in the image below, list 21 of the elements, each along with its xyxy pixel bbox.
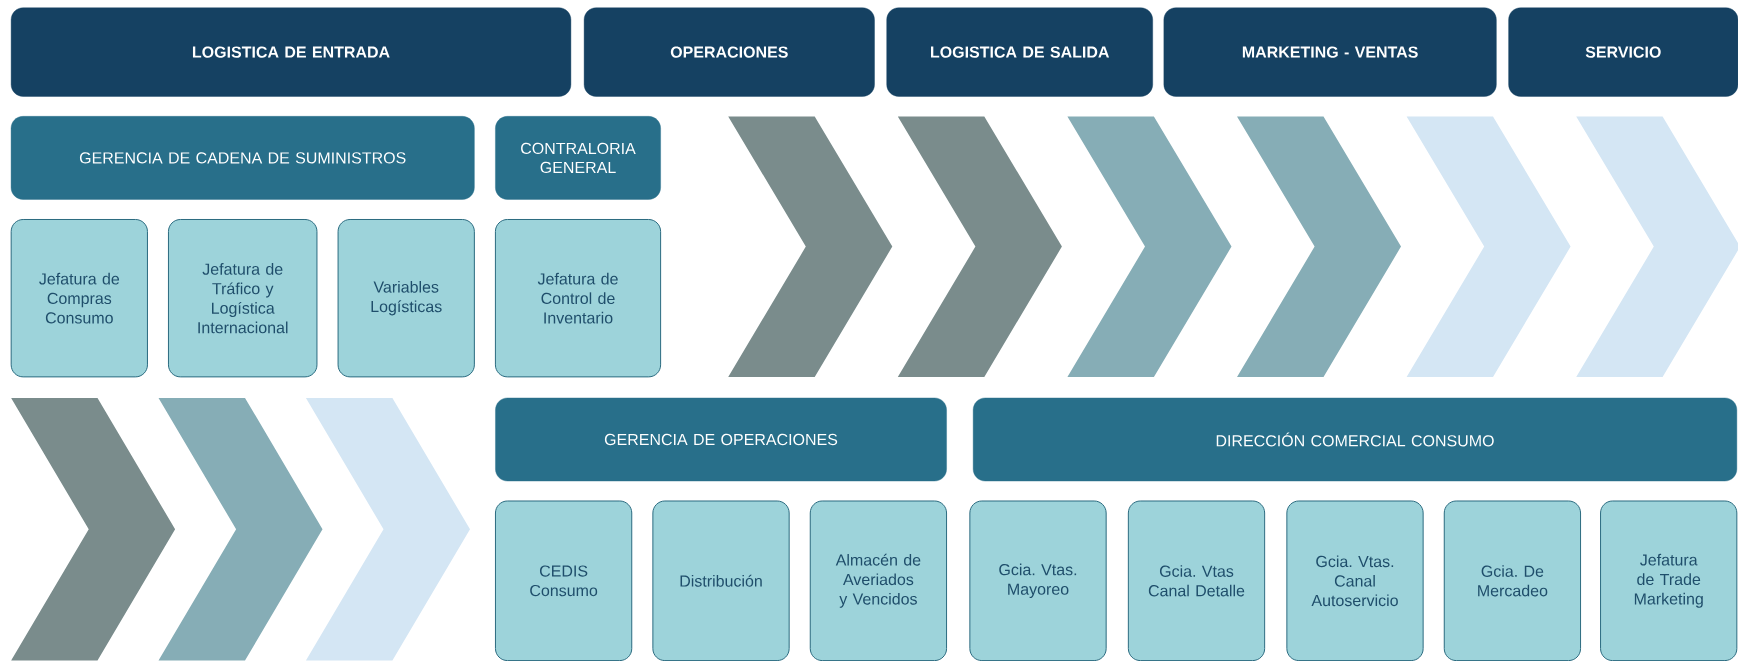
department-box: GERENCIA DE OPERACIONES <box>495 397 947 482</box>
unit-box: Almacén de Averiados y Vencidos <box>809 500 948 661</box>
unit-box: Jefatura de Trade Marketing <box>1600 500 1738 661</box>
unit-box: Jefatura de Tráfico y Logística Internacional <box>167 219 318 378</box>
unit-box: Gcia. Vtas. Mayoreo <box>969 500 1107 661</box>
unit-box: Gcia. Vtas. Canal Autoservicio <box>1286 500 1424 661</box>
department-box: DIRECCIÓN COMERCIAL CONSUMO <box>972 397 1738 482</box>
unit-box: CEDIS Consumo <box>494 500 633 661</box>
unit-box: Variables Logísticas <box>337 219 475 378</box>
column-header: LOGISTICA DE SALIDA <box>886 7 1153 97</box>
column-header: LOGISTICA DE ENTRADA <box>10 7 572 97</box>
unit-box: Jefatura de Compras Consumo <box>10 219 148 378</box>
column-header: OPERACIONES <box>583 7 875 97</box>
department-box: GERENCIA DE CADENA DE SUMINISTROS <box>10 116 475 200</box>
unit-box: Gcia. De Mercadeo <box>1443 500 1582 661</box>
unit-box: Gcia. Vtas Canal Detalle <box>1127 500 1266 661</box>
column-header: SERVICIO <box>1508 7 1738 97</box>
unit-box: Distribución <box>652 500 790 661</box>
column-header: MARKETING - VENTAS <box>1163 7 1497 97</box>
department-box: CONTRALORIA GENERAL <box>495 116 661 200</box>
unit-box: Jefatura de Control de Inventario <box>494 219 662 378</box>
